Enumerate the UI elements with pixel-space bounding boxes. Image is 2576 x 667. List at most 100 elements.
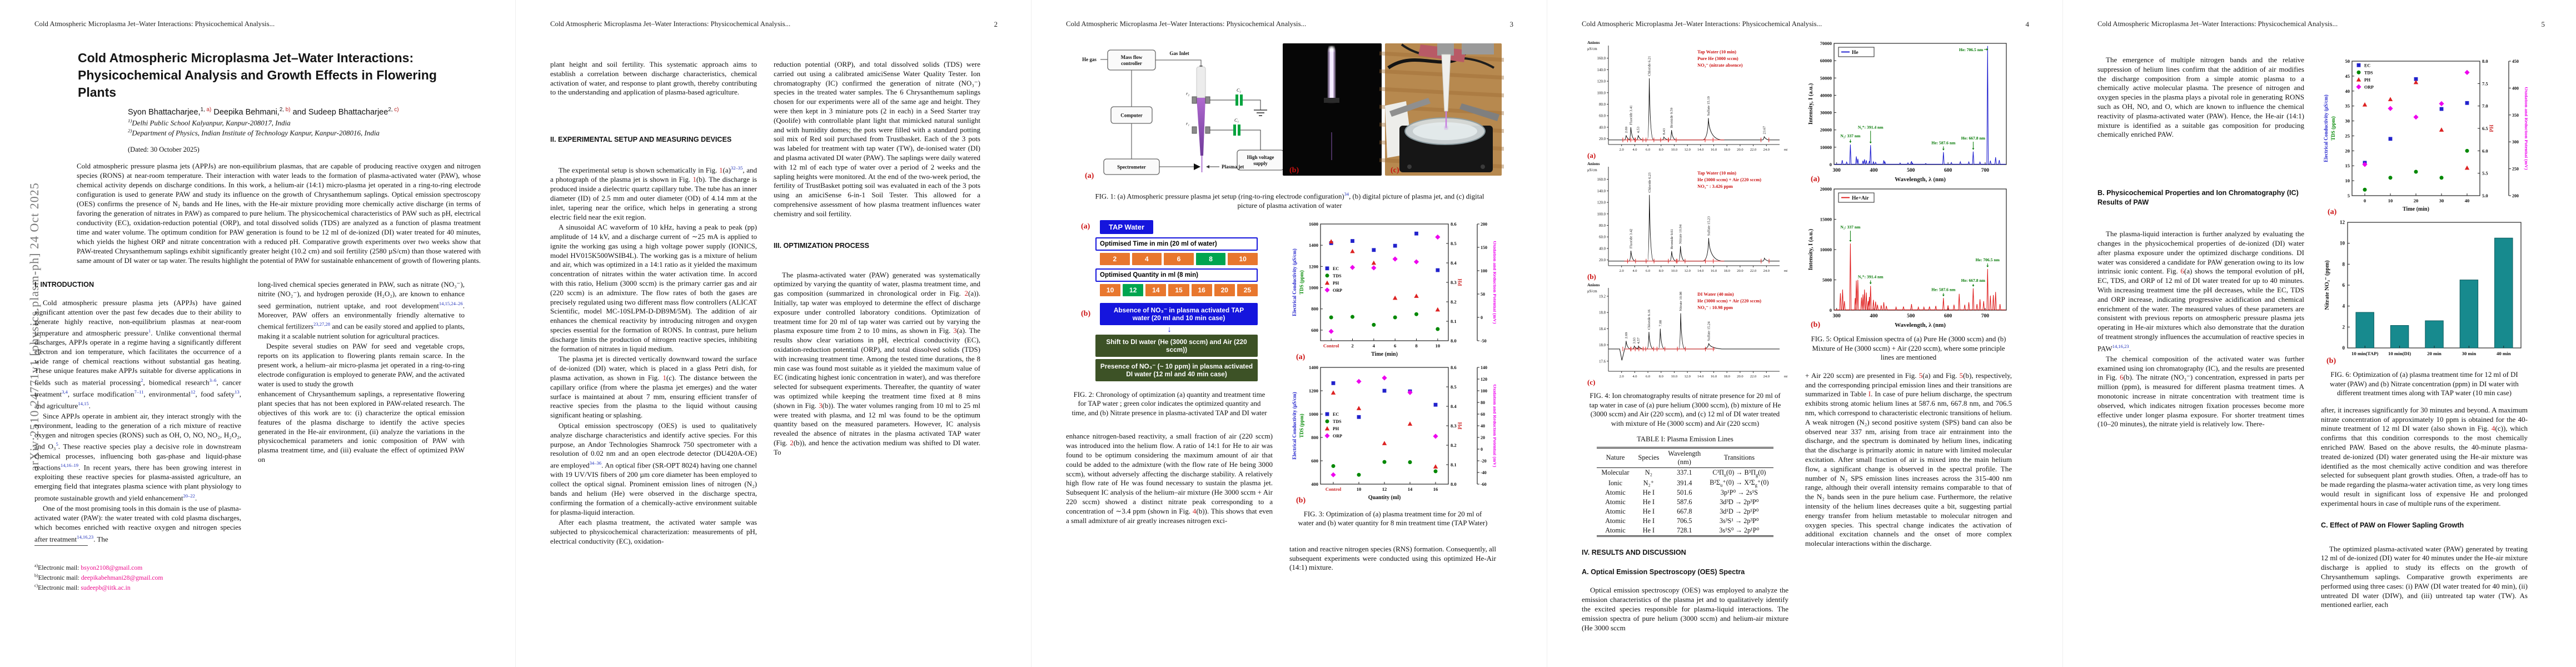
svg-text:800: 800 bbox=[1311, 435, 1318, 440]
svg-text:5: 5 bbox=[2348, 193, 2350, 198]
footnote: a)Electronic mail: bsyon2108@gmail.com bbox=[34, 563, 143, 571]
svg-text:500: 500 bbox=[1907, 168, 1915, 173]
svg-text:min: min bbox=[1784, 148, 1787, 152]
svg-text:250: 250 bbox=[2512, 167, 2519, 172]
svg-text:8: 8 bbox=[1415, 343, 1418, 349]
svg-text:25: 25 bbox=[2345, 133, 2350, 138]
section-results: IV. RESULTS AND DISCUSSION bbox=[1582, 549, 1686, 557]
svg-text:TDS: TDS bbox=[1333, 273, 1342, 278]
svg-text:Spectrometer: Spectrometer bbox=[1117, 165, 1146, 170]
svg-text:1400: 1400 bbox=[1309, 242, 1318, 248]
paragraph: long-lived chemical species generated in… bbox=[258, 280, 465, 340]
svg-text:Pure He (3000 sccm): Pure He (3000 sccm) bbox=[1697, 56, 1738, 61]
body-paragraphs: enhance nitrogen-based reactivity, a sma… bbox=[1066, 432, 1273, 525]
email-link[interactable]: bsyon2108@gmail.com bbox=[81, 564, 143, 571]
page-number: 2 bbox=[994, 20, 998, 28]
svg-text:He (3000 sccm) + Air (220 sccm: He (3000 sccm) + Air (220 sccm) bbox=[1697, 298, 1761, 303]
svg-text:TDS (ppm): TDS (ppm) bbox=[1299, 270, 1304, 294]
paragraph: reduction potential (ORP), and total dis… bbox=[774, 60, 980, 218]
running-header: Cold Atmospheric Microplasma Jet–Water I… bbox=[2097, 20, 2545, 29]
svg-text:2.0: 2.0 bbox=[1620, 148, 1624, 152]
svg-text:DI Water (40 min): DI Water (40 min) bbox=[1697, 292, 1734, 297]
svg-text:6.5: 6.5 bbox=[2482, 126, 2488, 131]
svg-text:(a): (a) bbox=[1085, 172, 1094, 180]
svg-text:(b): (b) bbox=[1296, 496, 1306, 505]
svg-text:EC: EC bbox=[1333, 266, 1339, 271]
section-setup: II. EXPERIMENTAL SETUP AND MEASURING DEV… bbox=[550, 136, 732, 144]
section-growth: C. Effect of PAW on Flower Sapling Growt… bbox=[2321, 521, 2464, 529]
svg-text:μS/cm: μS/cm bbox=[1587, 290, 1597, 293]
svg-text:7.0: 7.0 bbox=[2482, 103, 2488, 109]
svg-text:8.1: 8.1 bbox=[1451, 462, 1457, 467]
svg-text:15: 15 bbox=[2345, 163, 2350, 168]
svg-text:(a): (a) bbox=[2328, 208, 2337, 216]
svg-text:6.0: 6.0 bbox=[1646, 375, 1650, 379]
svg-text:8.0: 8.0 bbox=[1451, 338, 1457, 344]
paragraph: The plasma jet is directed vertically do… bbox=[550, 355, 757, 420]
svg-text:8.0: 8.0 bbox=[1659, 148, 1663, 152]
svg-text:200: 200 bbox=[2512, 193, 2519, 198]
svg-text:45: 45 bbox=[2345, 73, 2350, 79]
svg-text:8.43: 8.43 bbox=[1662, 128, 1666, 135]
svg-text:450: 450 bbox=[2512, 59, 2519, 64]
paragraph: The experimental setup is shown schemati… bbox=[550, 165, 757, 221]
svg-text:12.0: 12.0 bbox=[1684, 375, 1690, 379]
svg-text:14: 14 bbox=[1408, 486, 1413, 492]
svg-text:He: 667.8 nm: He: 667.8 nm bbox=[1961, 278, 1986, 283]
email-link[interactable]: deepikabehmani28@gmail.com bbox=[81, 574, 163, 581]
affiliation-1: 1)Delhi Public School Kalyanpur, Kanpur-… bbox=[128, 117, 291, 127]
svg-text:23.67: 23.67 bbox=[1762, 126, 1766, 135]
svg-text:18.0: 18.0 bbox=[1724, 269, 1730, 273]
svg-text:Tap Water (10 min): Tap Water (10 min) bbox=[1697, 171, 1736, 176]
svg-text:N₂: 337 nm: N₂: 337 nm bbox=[1840, 133, 1861, 138]
svg-text:18.0: 18.0 bbox=[1724, 375, 1730, 379]
paragraph: The emergence of multiple nitrogen bands… bbox=[2097, 56, 2304, 139]
svg-text:120: 120 bbox=[1481, 377, 1487, 382]
svg-text:(b): (b) bbox=[1811, 321, 1820, 329]
svg-text:C₂: C₂ bbox=[1236, 88, 1240, 93]
col-3-left: (a) TAP Water Optimised Time in min (20 … bbox=[1066, 218, 1273, 574]
svg-text:10 min(TAP): 10 min(TAP) bbox=[2351, 351, 2379, 356]
svg-text:100.0: 100.0 bbox=[1597, 91, 1606, 95]
svg-text:22.0: 22.0 bbox=[1750, 375, 1756, 379]
svg-text:6.0: 6.0 bbox=[1646, 269, 1650, 273]
fig5-caption: FIG. 5: Optical Emission spectra of (a) … bbox=[1811, 335, 2006, 362]
svg-text:Nitrate 10.98: Nitrate 10.98 bbox=[1679, 291, 1683, 311]
svg-text:min: min bbox=[1784, 375, 1787, 379]
svg-text:35: 35 bbox=[2345, 103, 2350, 109]
svg-text:TDS: TDS bbox=[2364, 70, 2373, 75]
paragraph: Cold atmospheric pressure plasma jets (A… bbox=[34, 298, 241, 410]
email-link[interactable]: sudeepb@iitk.ac.in bbox=[81, 584, 131, 592]
svg-text:TDS (ppm): TDS (ppm) bbox=[1299, 414, 1304, 437]
svg-text:4.0: 4.0 bbox=[1632, 269, 1637, 273]
svg-text:70000: 70000 bbox=[1820, 41, 1832, 46]
svg-text:30 min: 30 min bbox=[2462, 351, 2477, 356]
running-title: Cold Atmospheric Microplasma Jet–Water I… bbox=[34, 20, 275, 28]
svg-text:20: 20 bbox=[1481, 435, 1485, 440]
svg-text:22.0: 22.0 bbox=[1750, 148, 1756, 152]
svg-text:(b): (b) bbox=[2326, 357, 2336, 365]
svg-text:He: 706.5 nm: He: 706.5 nm bbox=[1959, 47, 1984, 52]
svg-text:Electrical Conductivity (μS/cm: Electrical Conductivity (μS/cm) bbox=[1292, 392, 1297, 460]
svg-text:Fluoride 3.42: Fluoride 3.42 bbox=[1630, 229, 1633, 249]
svg-text:0: 0 bbox=[1830, 162, 1832, 167]
svg-text:200: 200 bbox=[1481, 222, 1487, 227]
svg-text:10000: 10000 bbox=[1820, 145, 1832, 150]
svg-text:40.0: 40.0 bbox=[1599, 126, 1606, 130]
footnote-rule bbox=[34, 545, 88, 546]
svg-text:400: 400 bbox=[2512, 86, 2519, 91]
svg-text:-40: -40 bbox=[1481, 470, 1487, 475]
svg-text:600: 600 bbox=[1311, 327, 1318, 332]
svg-text:μS/cm: μS/cm bbox=[1587, 168, 1597, 172]
svg-text:ORP: ORP bbox=[1333, 287, 1342, 292]
svg-text:40.0: 40.0 bbox=[1599, 247, 1606, 251]
svg-text:7.88: 7.88 bbox=[1658, 320, 1662, 326]
svg-text:300: 300 bbox=[1833, 313, 1841, 319]
page-number: 4 bbox=[2025, 20, 2030, 28]
fig3-caption: FIG. 3: Optimization of (a) plasma treat… bbox=[1298, 510, 1488, 527]
svg-text:1000: 1000 bbox=[1309, 285, 1318, 290]
